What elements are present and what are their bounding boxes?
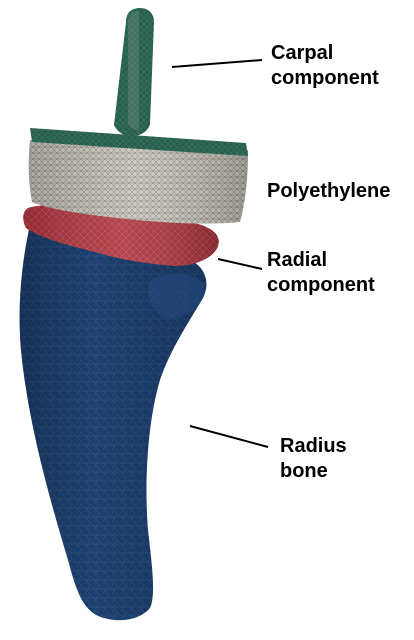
radius-bone bbox=[20, 225, 207, 620]
label-carpal-line1: Carpal bbox=[271, 41, 379, 66]
label-polyethylene: Polyethylene bbox=[267, 179, 390, 204]
leader-line-radius bbox=[190, 426, 268, 447]
label-radial-component: Radial component bbox=[267, 248, 375, 298]
carpal-component bbox=[30, 8, 248, 156]
label-carpal-line2: component bbox=[271, 66, 379, 91]
label-radius-line2: bone bbox=[280, 459, 347, 484]
label-carpal-component: Carpal component bbox=[271, 41, 379, 91]
leader-line-carpal bbox=[172, 60, 262, 67]
label-radial-line2: component bbox=[267, 273, 375, 298]
label-radius-line1: Radius bbox=[280, 434, 347, 459]
label-radius-bone: Radius bone bbox=[280, 434, 347, 484]
label-radial-line1: Radial bbox=[267, 248, 375, 273]
label-polyethylene-line1: Polyethylene bbox=[267, 179, 390, 204]
leader-line-radial bbox=[218, 259, 262, 269]
